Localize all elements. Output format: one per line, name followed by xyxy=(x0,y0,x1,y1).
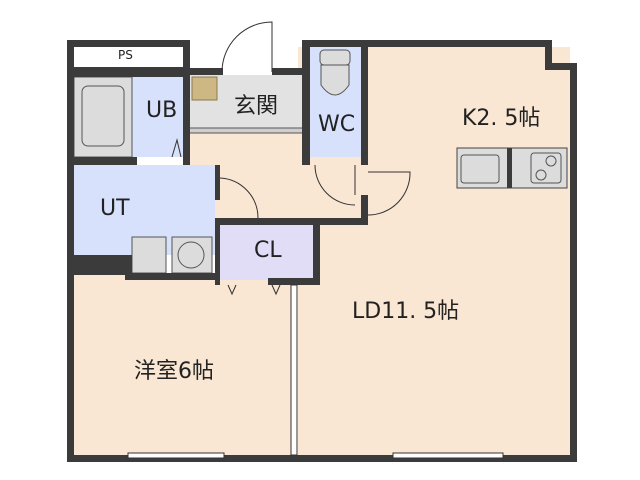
bathtub-inner xyxy=(81,85,125,147)
window-ld xyxy=(392,452,504,459)
room-label-ut: UT xyxy=(100,196,130,221)
entrance-step xyxy=(186,127,306,134)
room-label-ps: PS xyxy=(118,48,133,62)
room-label-wc: WC xyxy=(318,112,356,137)
ut-door xyxy=(219,177,259,219)
toilet-tank xyxy=(319,49,351,66)
room-label-western: 洋室6帖 xyxy=(134,359,214,384)
toilet-bowl xyxy=(320,64,350,96)
cl-doors xyxy=(227,284,281,296)
wc-door xyxy=(314,164,356,206)
room-label-cl: CL xyxy=(254,238,282,263)
room-label-kitchen: K2. 5帖 xyxy=(462,106,541,131)
ub-floor xyxy=(132,77,183,157)
ps-area xyxy=(74,47,185,67)
room-label-entrance: 玄関 xyxy=(234,94,279,119)
ub-door xyxy=(171,138,182,158)
room-label-ld: LD11. 5帖 xyxy=(352,299,460,324)
sliding-door xyxy=(290,284,298,456)
room-label-ub: UB xyxy=(146,98,178,123)
stove xyxy=(530,152,562,184)
shoe-box xyxy=(191,76,218,101)
washer-space xyxy=(131,236,167,274)
sink xyxy=(460,154,500,184)
bedroom-floor xyxy=(74,275,294,455)
washing-machine-drum xyxy=(177,241,205,269)
walls xyxy=(67,40,577,462)
cl-floor xyxy=(220,225,313,280)
window-bedroom xyxy=(127,452,225,459)
entrance-door xyxy=(221,21,273,73)
burner xyxy=(535,169,547,181)
hall-door xyxy=(367,171,411,216)
burner xyxy=(545,155,557,167)
